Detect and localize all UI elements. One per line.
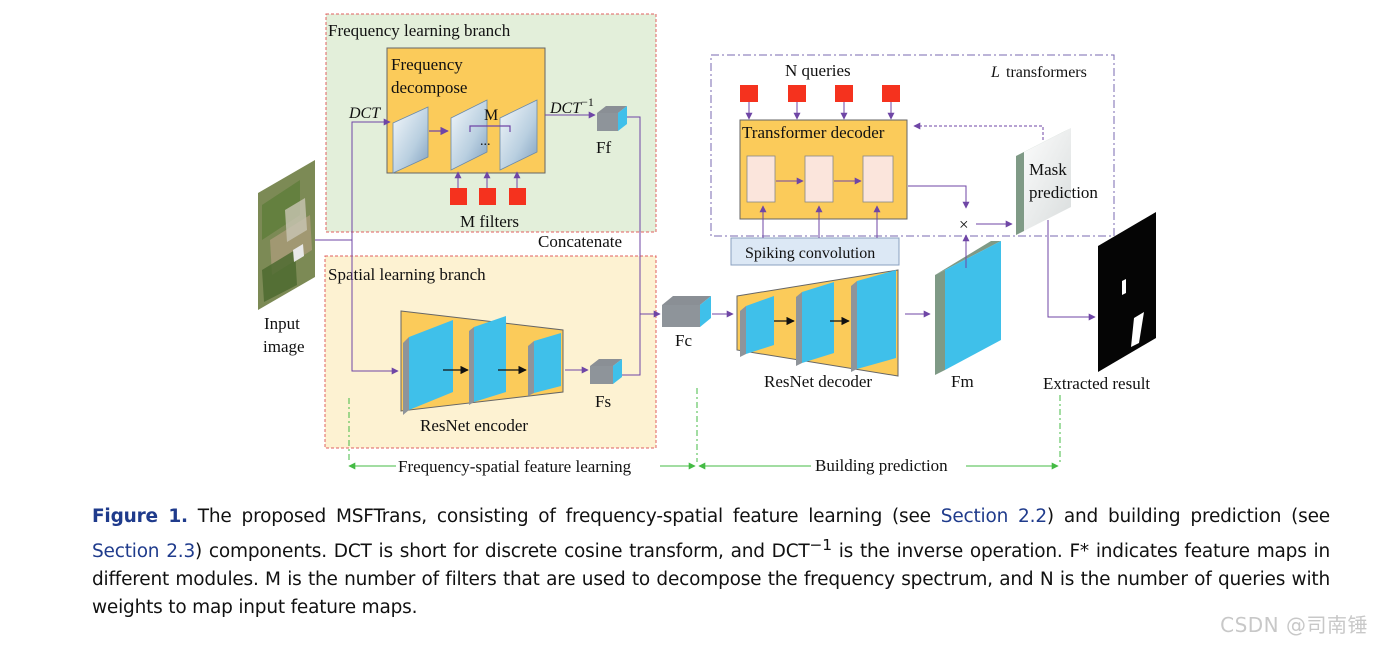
resnet-decoder-label: ResNet decoder: [764, 372, 872, 391]
transformer-group: N queries L transformers Transformer dec…: [710, 54, 1115, 237]
fm-feature: Fm: [935, 234, 1001, 391]
query-icon: [740, 85, 758, 102]
svg-text:DCT−1: DCT−1: [549, 95, 594, 117]
spatial-branch-title: Spatial learning branch: [328, 265, 486, 284]
spiking-label: Spiking convolution: [745, 245, 875, 262]
resnet-decoder: ResNet decoder: [736, 269, 899, 391]
caption-text-2: ) and building prediction (see: [1046, 506, 1330, 527]
section-link-2-3[interactable]: Section 2.3: [92, 541, 196, 563]
figure-label: Figure 1.: [92, 506, 188, 527]
resnet-encoder-label: ResNet encoder: [420, 416, 528, 435]
fc-label: Fc: [675, 331, 692, 350]
ellipsis: ...: [480, 134, 491, 149]
frequency-branch-title: Frequency learning branch: [328, 21, 511, 40]
query-icon: [788, 85, 806, 102]
query-icon: [882, 85, 900, 102]
frequency-spatial-label: Frequency-spatial feature learning: [398, 457, 632, 476]
concatenate-label: Concatenate: [538, 232, 622, 251]
section-link-2-2[interactable]: Section 2.2: [940, 506, 1047, 527]
dct-label: DCT: [348, 105, 381, 122]
ff-label: Ff: [596, 138, 611, 157]
l-symbol: L: [990, 64, 1000, 81]
decompose-label-1: Frequency: [391, 55, 463, 74]
input-label-1: Input: [264, 314, 300, 333]
query-icon: [835, 85, 853, 102]
l-transformers-label: transformers: [1006, 64, 1087, 81]
result-label: Extracted result: [1043, 374, 1150, 393]
caption-text-4: is the inverse operation. F* indicates f…: [92, 541, 1330, 619]
guides: Frequency-spatial feature learning Build…: [348, 388, 1061, 476]
filter-icon: [509, 188, 526, 205]
building-prediction-label: Building prediction: [815, 456, 948, 475]
mask-label-2: prediction: [1029, 183, 1098, 202]
watermark: CSDN @司南锤: [1220, 613, 1368, 637]
mask-label-1: Mask: [1029, 160, 1067, 179]
spatial-branch: Spatial learning branch ResNet encoder F…: [324, 255, 657, 449]
caption-text-3: ) components. DCT is short for discrete …: [195, 541, 810, 563]
frequency-branch: Frequency learning branch Frequency deco…: [325, 13, 657, 233]
fc-feature: Fc: [662, 296, 711, 350]
extracted-result: Extracted result: [1043, 212, 1156, 393]
filter-icon: [479, 188, 496, 205]
decompose-label-2: decompose: [391, 78, 467, 97]
filters-label: M filters: [460, 212, 519, 231]
idct-superscript: −1: [581, 95, 594, 109]
idct-label: DCT: [549, 100, 582, 117]
input-connections: [315, 116, 661, 376]
input-image: Input image: [258, 160, 315, 356]
frequency-panel-2: [499, 99, 538, 171]
caption-superscript: −1: [809, 536, 833, 554]
architecture-diagram: Frequency learning branch Frequency deco…: [258, 13, 1156, 476]
queries-label: N queries: [785, 61, 851, 80]
transformer-decoder-label: Transformer decoder: [742, 123, 885, 142]
filter-icon: [450, 188, 467, 205]
multiply-symbol: ×: [959, 215, 969, 234]
spiking-convolution: Spiking convolution: [730, 205, 900, 266]
frequency-panel-1: [450, 99, 488, 171]
caption-text-1: The proposed MSFTrans, consisting of fre…: [187, 506, 941, 527]
fs-label: Fs: [595, 392, 611, 411]
input-label-2: image: [263, 337, 305, 356]
m-label: M: [484, 107, 498, 124]
figure-caption: Figure 1. The proposed MSFTrans, consist…: [92, 503, 1330, 622]
dct-panel: [392, 106, 429, 174]
fm-label: Fm: [951, 372, 974, 391]
